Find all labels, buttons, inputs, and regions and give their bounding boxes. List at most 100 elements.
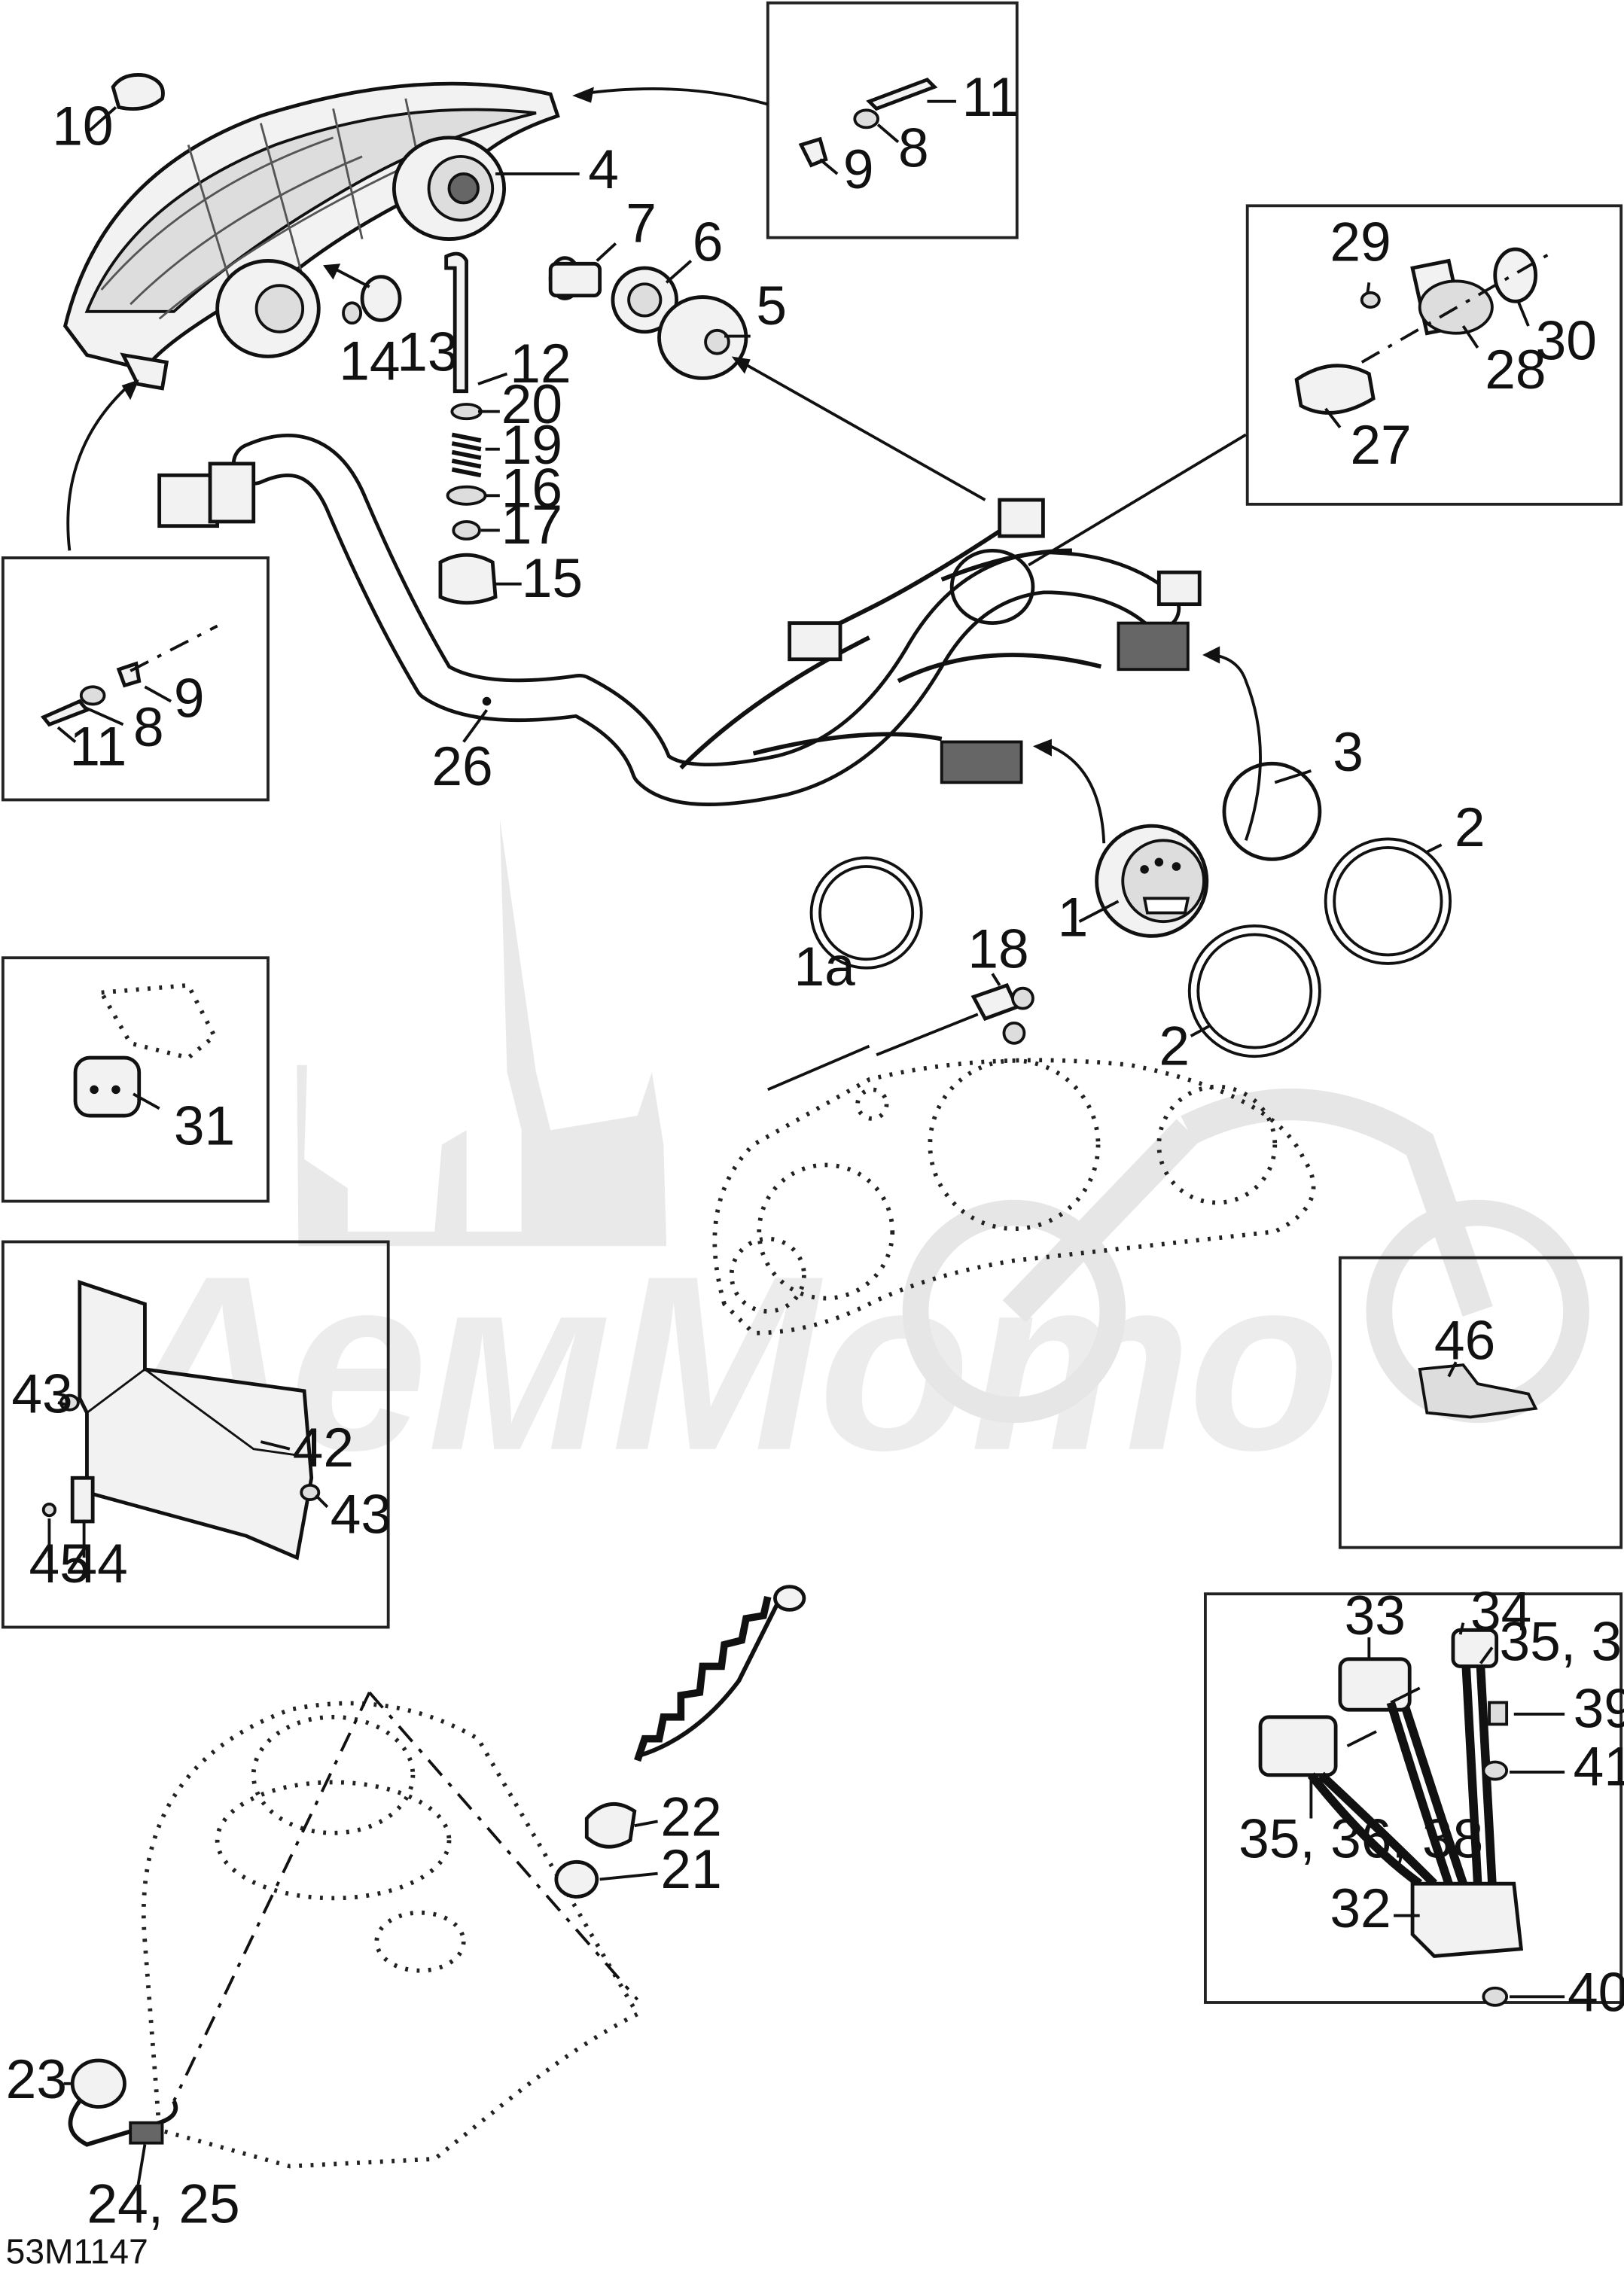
detail-box-connector-31 (1, 956, 270, 1203)
callout-27: 27 (1350, 415, 1411, 476)
connector-harness-left-b (208, 461, 256, 524)
callout-30: 30 (1536, 310, 1597, 371)
callout-13: 13 (397, 322, 458, 383)
washer-20 (450, 403, 483, 421)
callout-22: 22 (660, 1787, 721, 1848)
washer-41 (1482, 1760, 1509, 1781)
clip-10 (111, 73, 165, 111)
tether-cap-22 (584, 1802, 637, 1849)
callout-31: 31 (174, 1096, 235, 1157)
callout-35-37: 35, 37 (1500, 1612, 1624, 1673)
callout-11-top: 11 (962, 67, 1019, 128)
washer-8-left (79, 685, 106, 706)
console-ghost (141, 1691, 641, 2169)
screw-45 (41, 1502, 57, 1518)
nut-9-top (798, 136, 828, 168)
callout-35-36-38: 35, 36, 38 (1239, 1809, 1483, 1870)
watermark-brand: АемМото (108, 1224, 1340, 1502)
callout-46: 46 (1434, 1310, 1495, 1371)
callout-19: 19 (501, 415, 562, 476)
watermark-wheel-front (902, 1199, 1126, 1424)
detail-box-46 (1338, 1256, 1623, 1549)
key-switch-18-tab (1002, 1021, 1026, 1045)
callout-15: 15 (522, 548, 583, 609)
buzzer-27 (1294, 364, 1376, 415)
connector-harness-left (157, 473, 220, 528)
callout-40: 40 (1568, 1963, 1624, 2024)
connector-33 (1338, 1657, 1412, 1712)
lens-3 (1222, 761, 1322, 861)
callout-9-left: 9 (174, 669, 205, 729)
callout-28: 28 (1485, 340, 1546, 400)
connector-harness-mid (788, 621, 842, 662)
callout-8-top: 8 (898, 117, 929, 178)
detail-box-screws-left (1, 556, 270, 802)
bulb-7 (548, 256, 602, 300)
callout-3: 3 (1333, 722, 1363, 783)
key-switch-18-head (1011, 986, 1034, 1010)
washer-16 (446, 485, 487, 506)
callout-33: 33 (1345, 1585, 1406, 1646)
callout-10: 10 (52, 96, 113, 157)
boot-5 (657, 295, 748, 380)
callout-43-right: 43 (331, 1484, 392, 1545)
bezel-2-lower (1187, 924, 1321, 1058)
nut-43-right (300, 1483, 321, 1502)
callout-11-left: 11 (69, 716, 126, 777)
callout-5: 5 (756, 276, 787, 337)
bezel-21 (554, 1859, 599, 1899)
callout-2-lower: 2 (1159, 1016, 1190, 1077)
detail-box-screws-top (766, 1, 1019, 239)
rod-12 (444, 251, 468, 394)
spring-19 (451, 432, 482, 478)
mount-ghost (97, 982, 218, 1061)
detail-box-regulator (1203, 1592, 1623, 2004)
screw-11-top (866, 78, 938, 111)
connector-harness-top (998, 498, 1045, 538)
bolt-39 (1488, 1701, 1509, 1726)
retainer-6 (611, 266, 678, 334)
nut-29 (1360, 291, 1381, 309)
callout-9-top: 9 (843, 139, 874, 200)
bezel-2-upper (1324, 837, 1452, 965)
tether-cord (634, 1585, 806, 1762)
nut-40 (1482, 1986, 1509, 2007)
clip-44 (70, 1476, 95, 1524)
callout-18: 18 (967, 919, 1028, 980)
callout-26: 26 (431, 736, 492, 797)
speedometer-1 (1095, 824, 1209, 938)
switch-23 (68, 2058, 178, 2147)
callout-24-25: 24, 25 (87, 2174, 239, 2235)
callout-12: 12 (510, 333, 571, 394)
headlight-housing (62, 81, 560, 391)
callout-43-left: 43 (11, 1364, 72, 1425)
nut-14 (342, 301, 363, 325)
callout-41: 41 (1574, 1736, 1624, 1797)
callout-34: 34 (1470, 1581, 1531, 1642)
connector-speedo-b (1117, 621, 1190, 672)
callout-6: 6 (693, 212, 724, 273)
sensor-46 (1418, 1363, 1538, 1419)
grommet-13 (360, 275, 402, 322)
connector-35-36-38 (1258, 1715, 1338, 1777)
callout-45: 45 (29, 1533, 90, 1594)
regulator-32 (1410, 1881, 1524, 1958)
connector-speedo-a (940, 740, 1023, 784)
washer-8-top (853, 108, 879, 129)
callout-16: 16 (501, 458, 562, 519)
nut-17 (452, 519, 481, 541)
wiring-harness-26 (157, 434, 1202, 806)
callout-2-upper: 2 (1455, 797, 1485, 858)
callout-4: 4 (588, 139, 619, 200)
detail-box-buzzer (1245, 204, 1623, 506)
callout-20: 20 (501, 374, 562, 435)
callout-14: 14 (339, 330, 400, 391)
callout-7: 7 (626, 193, 657, 254)
callout-42: 42 (293, 1418, 354, 1479)
callout-1: 1 (1058, 887, 1089, 948)
connector-harness-right (1156, 570, 1202, 607)
callout-23: 23 (6, 2049, 67, 2110)
callout-44: 44 (67, 1533, 128, 1594)
callout-8-left: 8 (133, 697, 164, 758)
